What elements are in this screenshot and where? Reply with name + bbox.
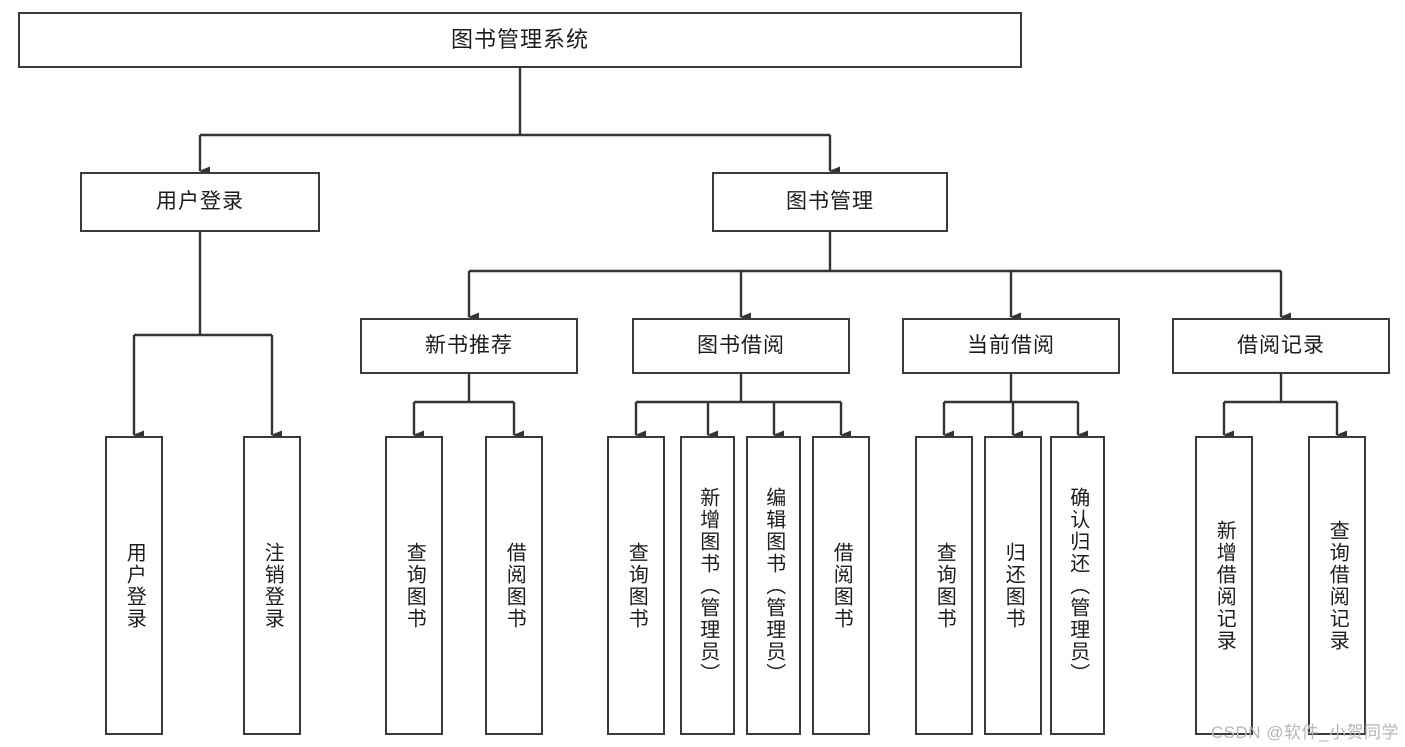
node-label-leaf-edit-book: 编辑图书（管理员）: [762, 486, 785, 685]
node-leaf-query-record[interactable]: 查询借阅记录: [1308, 436, 1366, 735]
node-leaf-query-book-cur[interactable]: 查询图书: [915, 436, 973, 735]
node-root[interactable]: 图书管理系统: [18, 12, 1022, 68]
node-book-borrow[interactable]: 图书借阅: [632, 318, 850, 374]
node-label-leaf-borrow-book-rec: 借阅图书: [503, 541, 526, 630]
node-leaf-add-record[interactable]: 新增借阅记录: [1195, 436, 1253, 735]
node-leaf-query-book-borrow[interactable]: 查询图书: [607, 436, 665, 735]
node-label-book-manage: 图书管理: [786, 189, 874, 213]
node-leaf-edit-book[interactable]: 编辑图书（管理员）: [746, 436, 801, 735]
node-label-leaf-borrow-book: 借阅图书: [830, 541, 853, 630]
node-label-user-login: 用户登录: [156, 189, 244, 213]
node-label-leaf-confirm-return: 确认归还（管理员）: [1066, 486, 1089, 685]
node-borrow-record[interactable]: 借阅记录: [1172, 318, 1390, 374]
node-current-borrow[interactable]: 当前借阅: [902, 318, 1120, 374]
node-label-new-book-rec: 新书推荐: [425, 333, 513, 357]
node-label-leaf-user-login: 用户登录: [123, 541, 146, 630]
node-user-login[interactable]: 用户登录: [80, 172, 320, 232]
node-leaf-query-book-rec[interactable]: 查询图书: [385, 436, 443, 735]
node-label-borrow-record: 借阅记录: [1237, 333, 1325, 357]
node-label-root: 图书管理系统: [450, 27, 589, 53]
node-label-leaf-query-book-cur: 查询图书: [933, 541, 956, 630]
node-leaf-add-book[interactable]: 新增图书（管理员）: [680, 436, 735, 735]
node-label-book-borrow: 图书借阅: [697, 333, 785, 357]
node-leaf-return-book[interactable]: 归还图书: [984, 436, 1042, 735]
node-label-current-borrow: 当前借阅: [967, 333, 1055, 357]
node-label-leaf-add-book: 新增图书（管理员）: [696, 486, 719, 685]
node-label-leaf-query-book-borrow: 查询图书: [625, 541, 648, 630]
node-label-leaf-return-book: 归还图书: [1002, 541, 1025, 630]
node-leaf-logout[interactable]: 注销登录: [243, 436, 301, 735]
node-book-manage[interactable]: 图书管理: [712, 172, 948, 232]
node-label-leaf-query-book-rec: 查询图书: [403, 541, 426, 630]
node-label-leaf-query-record: 查询借阅记录: [1326, 519, 1349, 652]
node-leaf-confirm-return[interactable]: 确认归还（管理员）: [1050, 436, 1105, 735]
node-leaf-user-login[interactable]: 用户登录: [105, 436, 163, 735]
node-leaf-borrow-book-rec[interactable]: 借阅图书: [485, 436, 543, 735]
edges-group: [132, 68, 1347, 440]
node-leaf-borrow-book[interactable]: 借阅图书: [812, 436, 870, 735]
node-label-leaf-add-record: 新增借阅记录: [1213, 519, 1236, 652]
node-new-book-rec[interactable]: 新书推荐: [360, 318, 578, 374]
watermark-text: CSDN @软件_小贺同学: [1210, 723, 1399, 742]
node-label-leaf-logout: 注销登录: [261, 541, 284, 630]
